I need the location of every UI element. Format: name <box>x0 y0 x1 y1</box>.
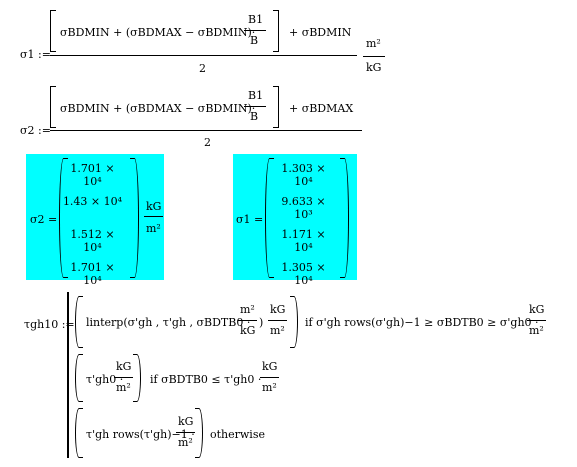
eq1-denominator: 2 <box>199 62 206 75</box>
sigma2-result-highlight <box>26 154 164 280</box>
case2-left-paren <box>75 354 83 402</box>
eq1-ratio-bottom: B <box>250 34 259 47</box>
eq2-ratio-bottom: B <box>250 110 259 123</box>
sigma2-value-3: 1.512 × 10⁴ <box>70 228 115 254</box>
eq1-fraction-line <box>50 55 357 56</box>
sigma1-value-4: 1.305 × 10⁴ <box>281 261 326 287</box>
sigma2-unit-bottom: m² <box>146 222 161 235</box>
sigma2-value-4: 1.701 × 10⁴ <box>70 261 115 287</box>
eq1-numerator-a: σBDMIN + (σBDMAX − σBDMIN)· <box>60 26 256 39</box>
left-bracket <box>50 10 56 52</box>
sigma1-definition-lhs: σ1 := <box>20 48 51 61</box>
case3-expression: τ'gh rows(τ'gh)−1 · <box>86 428 195 441</box>
case2-unit-top: kG <box>116 360 132 373</box>
case2-unit-bottom: m² <box>116 381 131 394</box>
sigma1-value-2: 9.633 × 10³ <box>281 195 326 221</box>
sigma1-value-3: 1.171 × 10⁴ <box>281 228 326 254</box>
case1-unit-top: kG <box>270 303 286 316</box>
case1-right-paren <box>290 296 298 348</box>
case1-inner-unit-bottom: kG <box>240 324 256 337</box>
eq1-unit-top: m² <box>366 37 381 50</box>
sigma1-result-highlight <box>233 154 357 280</box>
sigma1-value-1: 1.303 × 10⁴ <box>281 162 326 188</box>
case1-left-paren <box>75 296 83 348</box>
case1-cond-unit-top: kG <box>529 303 545 316</box>
case3-condition: otherwise <box>210 428 265 441</box>
close-paren: ) <box>259 316 264 329</box>
case2-condition: if σBDTB0 ≤ τ'gh0 · <box>150 373 262 386</box>
eq2-ratio-top: B1 <box>248 89 264 102</box>
case1-condition: if σ'gh rows(σ'gh)−1 ≥ σBDTB0 ≥ σ'gh0 · <box>305 316 539 329</box>
matrix-right-paren <box>340 158 349 278</box>
sigma2-definition-lhs: σ2 := <box>20 124 51 137</box>
sigma2-value-2: 1.43 × 10⁴ <box>62 195 123 208</box>
sigma2-value-1: 1.701 × 10⁴ <box>70 162 115 188</box>
case1-cond-unit-bottom: m² <box>529 324 544 337</box>
eq1-ratio-top: B1 <box>248 13 264 26</box>
right-bracket <box>273 86 279 128</box>
case3-left-paren <box>75 408 83 458</box>
tau-gh10-lhs: τgh10 := <box>24 318 75 331</box>
case1-expression: linterp(σ'gh , τ'gh , σBDTB0 · <box>86 316 251 329</box>
sigma2-result-lhs: σ2 = <box>30 213 58 226</box>
eq1-unit-bottom: kG <box>366 61 382 74</box>
case2-expression: τ'gh0 · <box>86 373 124 386</box>
eq2-fraction-line <box>50 130 362 131</box>
sigma1-result-lhs: σ1 = <box>236 213 264 226</box>
right-bracket <box>273 10 279 52</box>
eq2-denominator: 2 <box>204 136 211 149</box>
matrix-left-paren <box>265 158 274 278</box>
case2-right-paren <box>133 354 141 402</box>
piecewise-bar <box>67 292 69 458</box>
left-bracket <box>50 86 56 128</box>
case3-unit-top: kG <box>178 415 194 428</box>
case1-unit-bottom: m² <box>270 324 285 337</box>
eq2-numerator-b: + σBDMAX <box>289 102 354 115</box>
eq1-numerator-b: + σBDMIN <box>289 26 352 39</box>
eq2-numerator-a: σBDMIN + (σBDMAX − σBDMIN)· <box>60 102 256 115</box>
case3-unit-bottom: m² <box>178 436 193 449</box>
matrix-left-paren <box>59 158 68 278</box>
sigma2-unit-top: kG <box>146 200 162 213</box>
case2-cond-unit-top: kG <box>262 360 278 373</box>
case1-inner-unit-top: m² <box>240 303 255 316</box>
case3-right-paren <box>195 408 203 458</box>
matrix-right-paren <box>130 158 139 278</box>
case2-cond-unit-bottom: m² <box>262 381 277 394</box>
